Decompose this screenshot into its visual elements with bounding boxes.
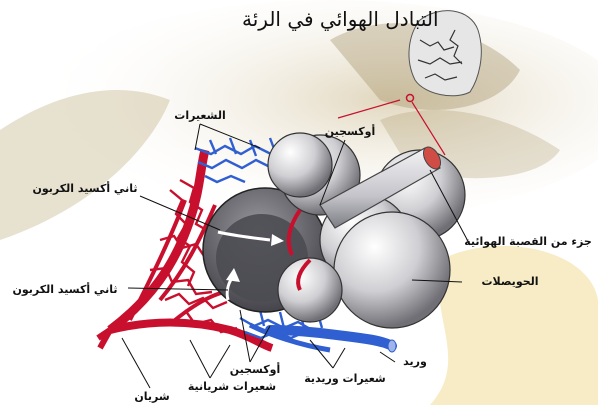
label-co2-upper: ثاني أكسيد الكربون (33, 181, 138, 195)
label-alveoli: الحويصلات (481, 275, 538, 288)
label-arterioles: شعيرات شريانية (188, 380, 276, 393)
label-co2-lower: ثاني أكسيد الكربون (13, 282, 118, 296)
label-vein: وريد (403, 355, 427, 368)
label-capillaries: الشعيرات (174, 109, 225, 122)
label-oxygen-top: أوكسجين (325, 124, 376, 138)
alveolus (334, 212, 450, 328)
label-bronchiole: جزء من القصبة الهوائية (464, 235, 592, 248)
page-title: التبادل الهوائي في الرئة (242, 7, 439, 32)
label-venules: شعيرات وريدية (304, 372, 385, 385)
alveolus (278, 258, 342, 322)
label-artery: شريان (134, 390, 169, 403)
label-oxygen-bottom: أوكسجين (230, 362, 281, 376)
alveolus (268, 133, 332, 197)
